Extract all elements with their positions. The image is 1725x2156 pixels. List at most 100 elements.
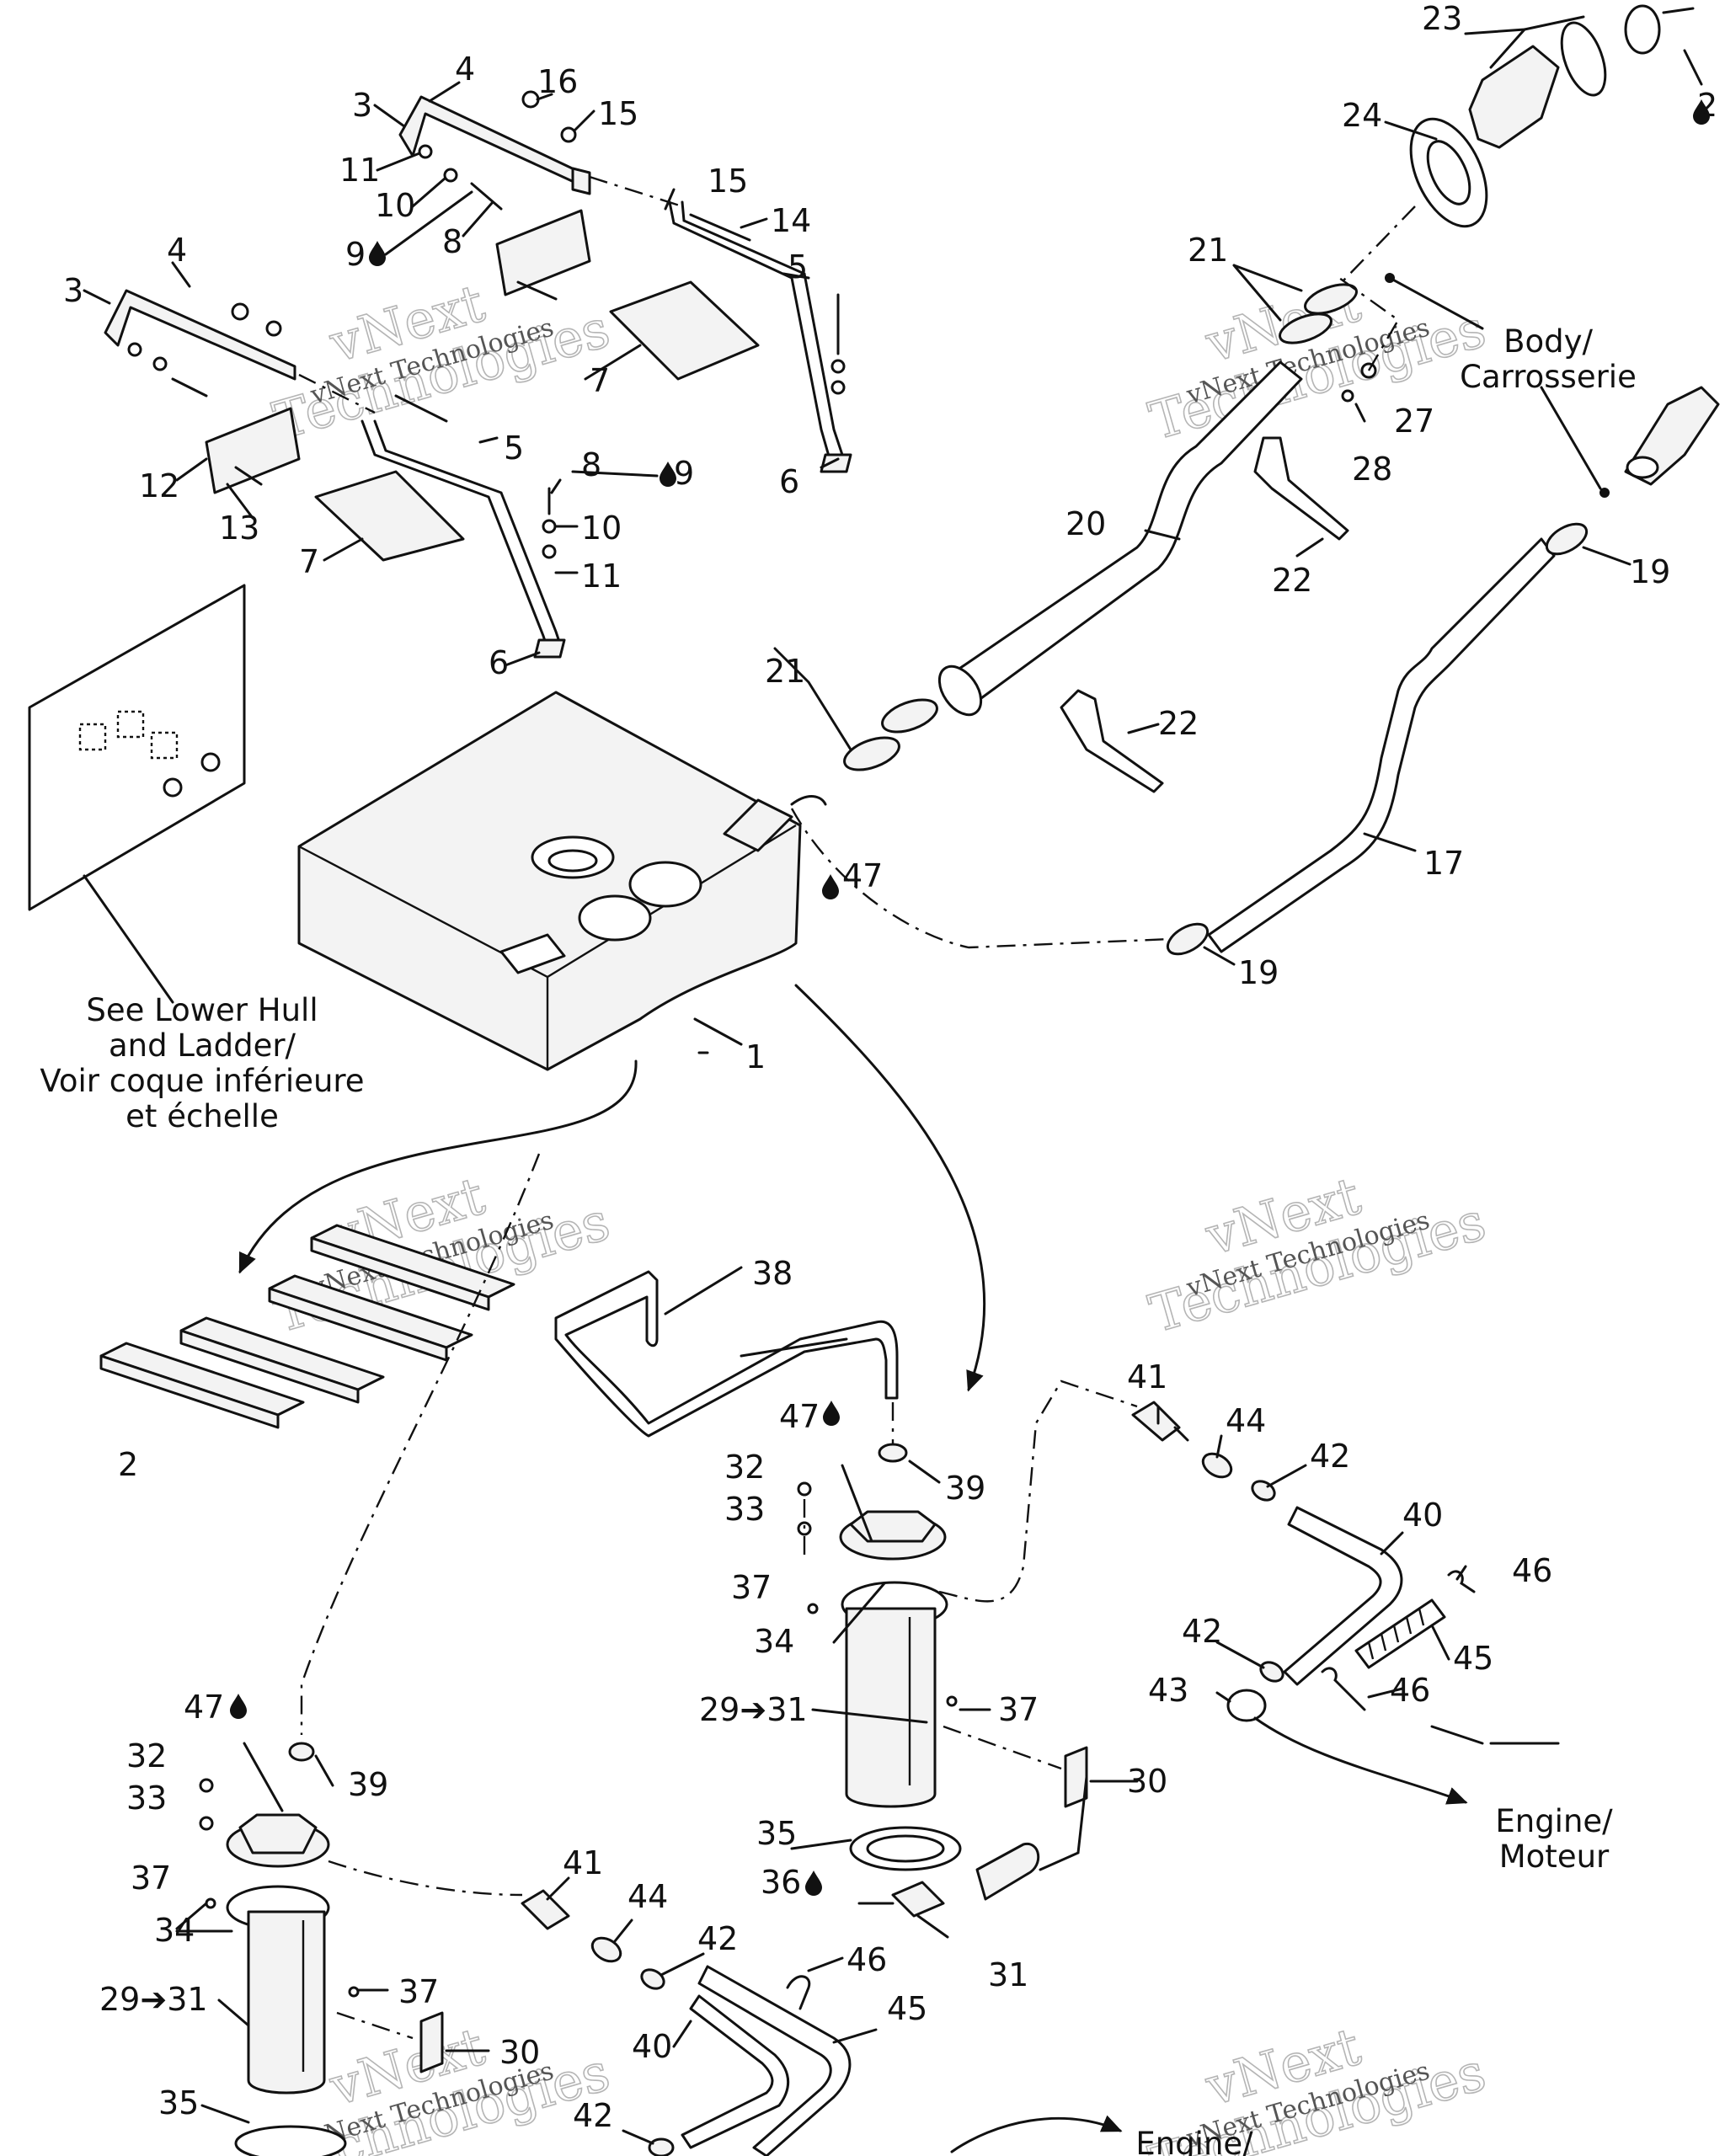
leader — [832, 2028, 878, 2044]
fuel-line-left — [328, 1860, 1123, 2156]
bolt-part-14 — [689, 213, 751, 242]
leader — [1367, 1687, 1404, 1699]
assembly-line — [300, 1153, 541, 1735]
leader — [171, 261, 191, 288]
pad-part-7 — [609, 280, 760, 381]
leader — [1203, 946, 1236, 966]
callout-22: 22 — [1272, 562, 1312, 599]
fitting-part-43 — [1226, 1689, 1267, 1722]
callout-23: 23 — [1422, 0, 1462, 37]
leader-lines — [83, 15, 1632, 2145]
callout-40: 40 — [1402, 1497, 1443, 1534]
sealant-drop-icon — [823, 1401, 840, 1426]
pad-side — [310, 1236, 490, 1311]
callout-24: 24 — [1342, 97, 1382, 134]
leader — [1354, 403, 1366, 423]
leader — [428, 81, 461, 103]
callout-46: 46 — [1512, 1552, 1552, 1589]
callout-11: 11 — [581, 558, 622, 595]
pump-head — [238, 1813, 318, 1854]
leader — [200, 2104, 250, 2124]
leader — [1380, 1531, 1404, 1556]
washer-part-10 — [542, 519, 557, 534]
leader — [908, 1460, 941, 1484]
protector-ribs — [1367, 1608, 1425, 1660]
fuel-pump-assembly-left — [199, 1153, 541, 2156]
callout-9: 9 — [674, 455, 694, 492]
callout-37: 37 — [398, 1973, 439, 2010]
vent-connector — [790, 795, 827, 806]
callout-4: 4 — [167, 232, 187, 269]
callout-37: 37 — [998, 1691, 1039, 1728]
bracket-part-4 — [104, 289, 296, 381]
callout-40: 40 — [632, 2028, 672, 2065]
screw-part-37 — [348, 1986, 360, 1998]
leader — [1455, 1565, 1467, 1581]
screw-part-13 — [234, 466, 263, 486]
callout-11: 11 — [339, 152, 380, 189]
leader — [384, 190, 473, 256]
filler-neck-inner — [547, 849, 598, 873]
callout-7: 7 — [590, 362, 610, 399]
nut-part-16 — [521, 90, 540, 109]
leader — [373, 104, 406, 128]
sender-part-30 — [419, 2011, 444, 2073]
fuel-hose-part-40 — [681, 1994, 790, 2149]
clamp-part-42 — [640, 1968, 665, 1990]
screw-part-37 — [807, 1603, 819, 1614]
leader — [613, 1919, 633, 1943]
callout-6: 6 — [489, 644, 509, 681]
callout-35: 35 — [158, 2084, 199, 2121]
leader — [660, 1952, 705, 1977]
leader — [740, 1337, 848, 1358]
filler-cap-part-23 — [1560, 21, 1607, 97]
assembly-line — [938, 1380, 1138, 1603]
bolt — [171, 377, 208, 398]
pad-side — [99, 1354, 280, 1429]
engine-note: Engine/ — [1495, 1803, 1613, 1839]
callout-21: 21 — [1188, 232, 1228, 269]
strap-part-5-edge — [373, 419, 562, 646]
assembly-line — [1296, 205, 1416, 329]
callout-2: 2 — [118, 1446, 138, 1483]
callout-35: 35 — [756, 1815, 797, 1852]
reference-fastener — [200, 752, 221, 772]
leader — [693, 1017, 743, 1054]
engine-note-bottom: Engine/ — [1135, 2126, 1253, 2156]
callout-3: 3 — [63, 272, 83, 309]
pad-side — [268, 1287, 448, 1362]
callout-32: 32 — [724, 1449, 765, 1486]
gasket-inner — [866, 1834, 945, 1863]
leader — [314, 1754, 334, 1787]
leader — [1295, 537, 1324, 558]
fill-hose-end — [937, 664, 983, 717]
pump-arrow — [794, 984, 986, 1392]
callout-20: 20 — [1065, 505, 1106, 542]
callout-21: 21 — [765, 653, 805, 690]
reference-panel — [28, 584, 246, 911]
see-lower-hull-note: See Lower Hull — [86, 992, 318, 1028]
clamp-part-21 — [881, 698, 938, 734]
leader — [411, 177, 446, 208]
gasket-inner — [1426, 140, 1471, 205]
clamp-part-42 — [1259, 1661, 1284, 1683]
bracket-part-4 — [398, 95, 583, 187]
clamp-part-21 — [843, 736, 900, 771]
callout-10: 10 — [581, 510, 622, 547]
leader — [536, 93, 553, 101]
protector-part-45 — [697, 1965, 852, 2156]
washer — [127, 342, 142, 357]
leader — [1582, 546, 1632, 566]
sender-arm — [1039, 1775, 1088, 1871]
leader — [841, 1464, 873, 1543]
strap-foot — [533, 638, 566, 659]
vent-nut — [1626, 456, 1659, 479]
callout-38: 38 — [752, 1255, 793, 1292]
callout-33: 33 — [126, 1780, 167, 1817]
reference-notes: See Lower Hull and Ladder/ Voir coque in… — [40, 323, 1636, 2156]
callout-37: 37 — [131, 1860, 171, 1897]
leader — [672, 2020, 692, 2048]
callout-6: 6 — [779, 463, 799, 500]
fill-hose-part-20 — [950, 360, 1303, 709]
nut-part-28 — [1341, 389, 1354, 403]
